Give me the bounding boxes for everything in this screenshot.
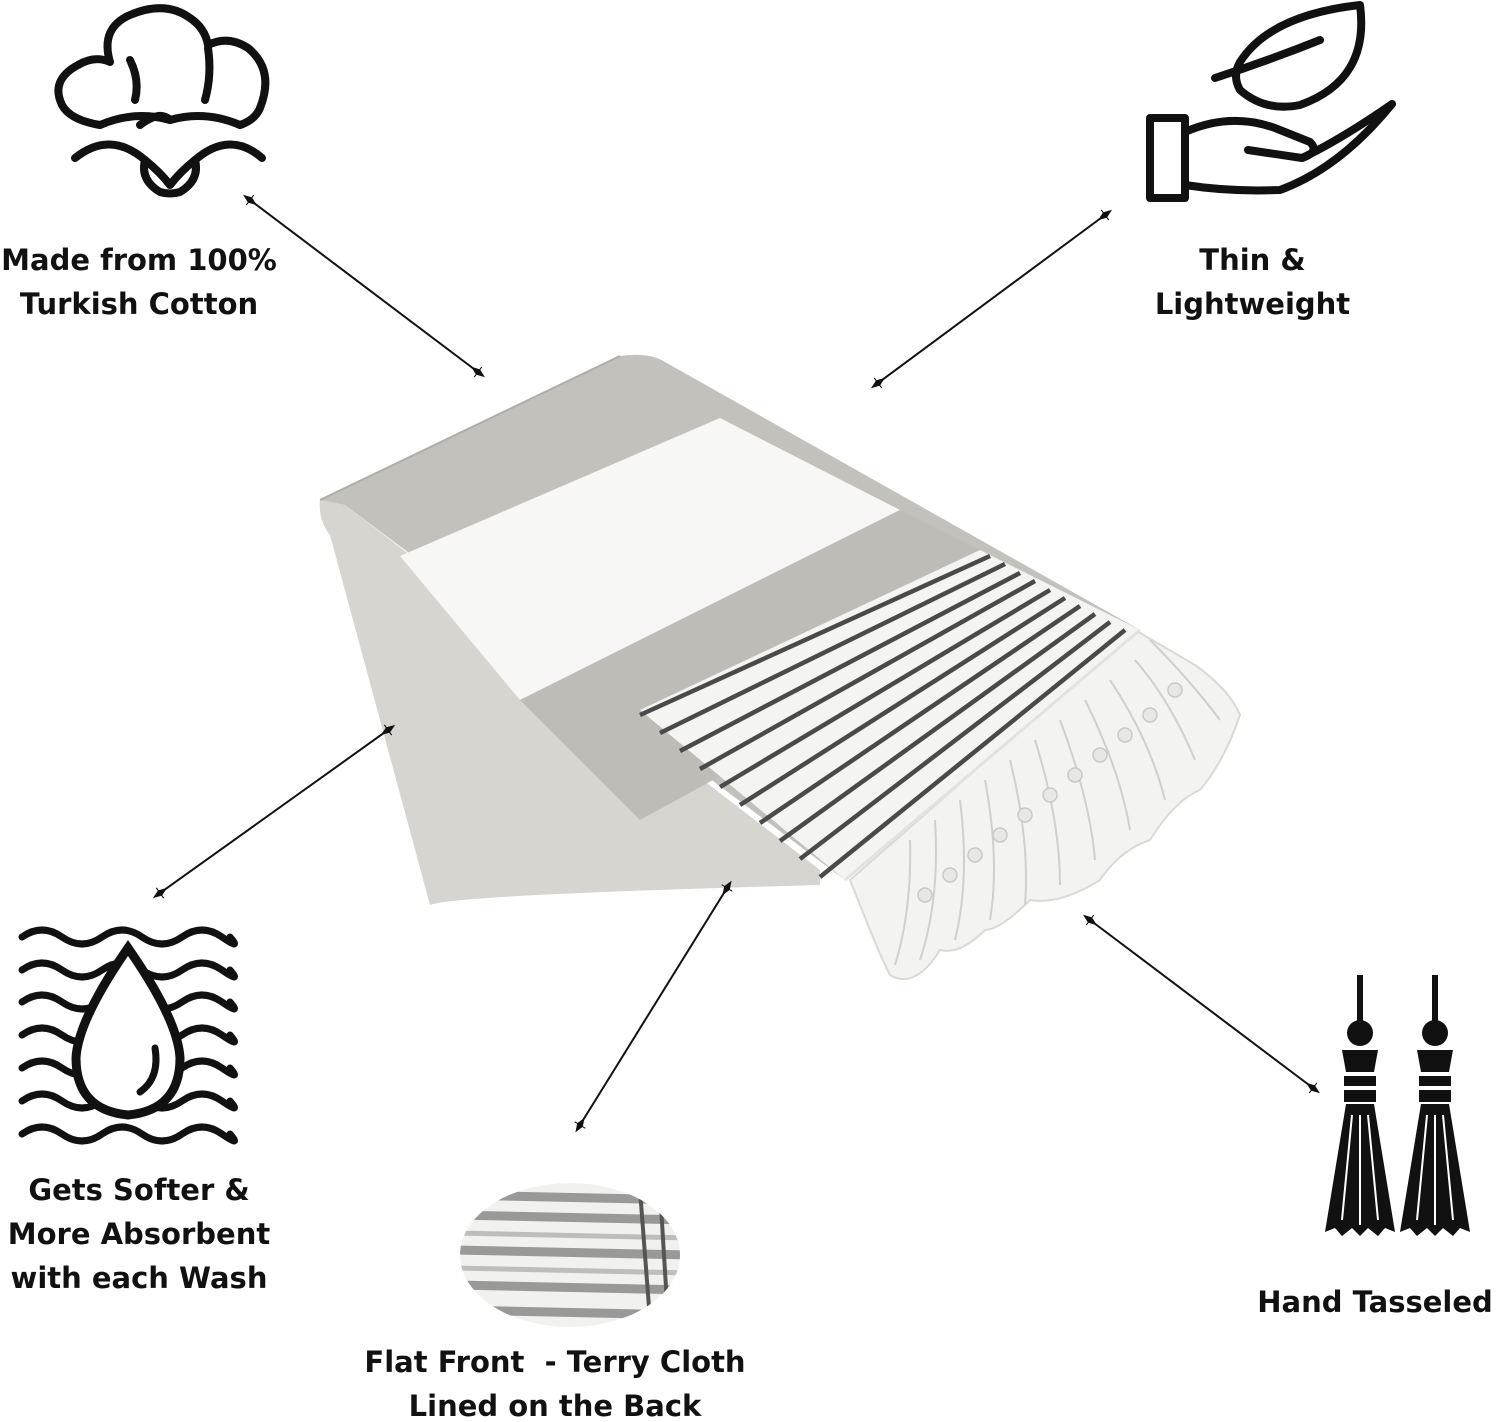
cotton-boll-icon: [54, 4, 270, 198]
softer-label-line2: More Absorbent: [7, 1217, 271, 1251]
fringe-strands: [894, 639, 1221, 966]
arrow-softer: [152, 724, 396, 899]
tassel-right: [1400, 975, 1470, 1236]
tassel-label-line1: Hand Tasseled: [1257, 1285, 1493, 1319]
arrow-cotton: [243, 194, 485, 378]
hand-leaf-icon: [1146, 1, 1396, 202]
arrow-tassel: [1083, 914, 1320, 1094]
cotton-label: Made from 100% Turkish Cotton: [0, 238, 278, 326]
tassel-left: [1325, 975, 1395, 1236]
lightweight-label-line2: Lightweight: [1154, 287, 1351, 321]
lightweight-label: Thin & Lightweight: [1130, 238, 1375, 326]
fringe-knots: [917, 682, 1183, 903]
terry-label: Flat Front - Terry Cloth Lined on the Ba…: [350, 1340, 760, 1422]
terry-label-line1: Flat Front - Terry Cloth: [364, 1345, 746, 1379]
softer-label: Gets Softer & More Absorbent with each W…: [0, 1168, 278, 1300]
cotton-label-line2: Turkish Cotton: [19, 287, 259, 321]
arrow-terry: [574, 880, 733, 1133]
connector-arrows: [152, 194, 1320, 1133]
terry-label-line2: Lined on the Back: [408, 1389, 702, 1422]
water-drop-waves-icon: [18, 926, 238, 1145]
terry-fabric-swatch: [460, 1183, 680, 1327]
towel-image: [319, 354, 1242, 980]
towel-stripes: [639, 553, 1127, 879]
tassel-label: Hand Tasseled: [1250, 1280, 1500, 1324]
tassels-icon: [1325, 975, 1470, 1236]
softer-label-line1: Gets Softer &: [28, 1173, 250, 1207]
lightweight-label-line1: Thin &: [1199, 243, 1306, 277]
arrow-lightweight: [870, 209, 1113, 389]
softer-label-line3: with each Wash: [10, 1261, 268, 1295]
cotton-label-line1: Made from 100%: [1, 243, 277, 277]
